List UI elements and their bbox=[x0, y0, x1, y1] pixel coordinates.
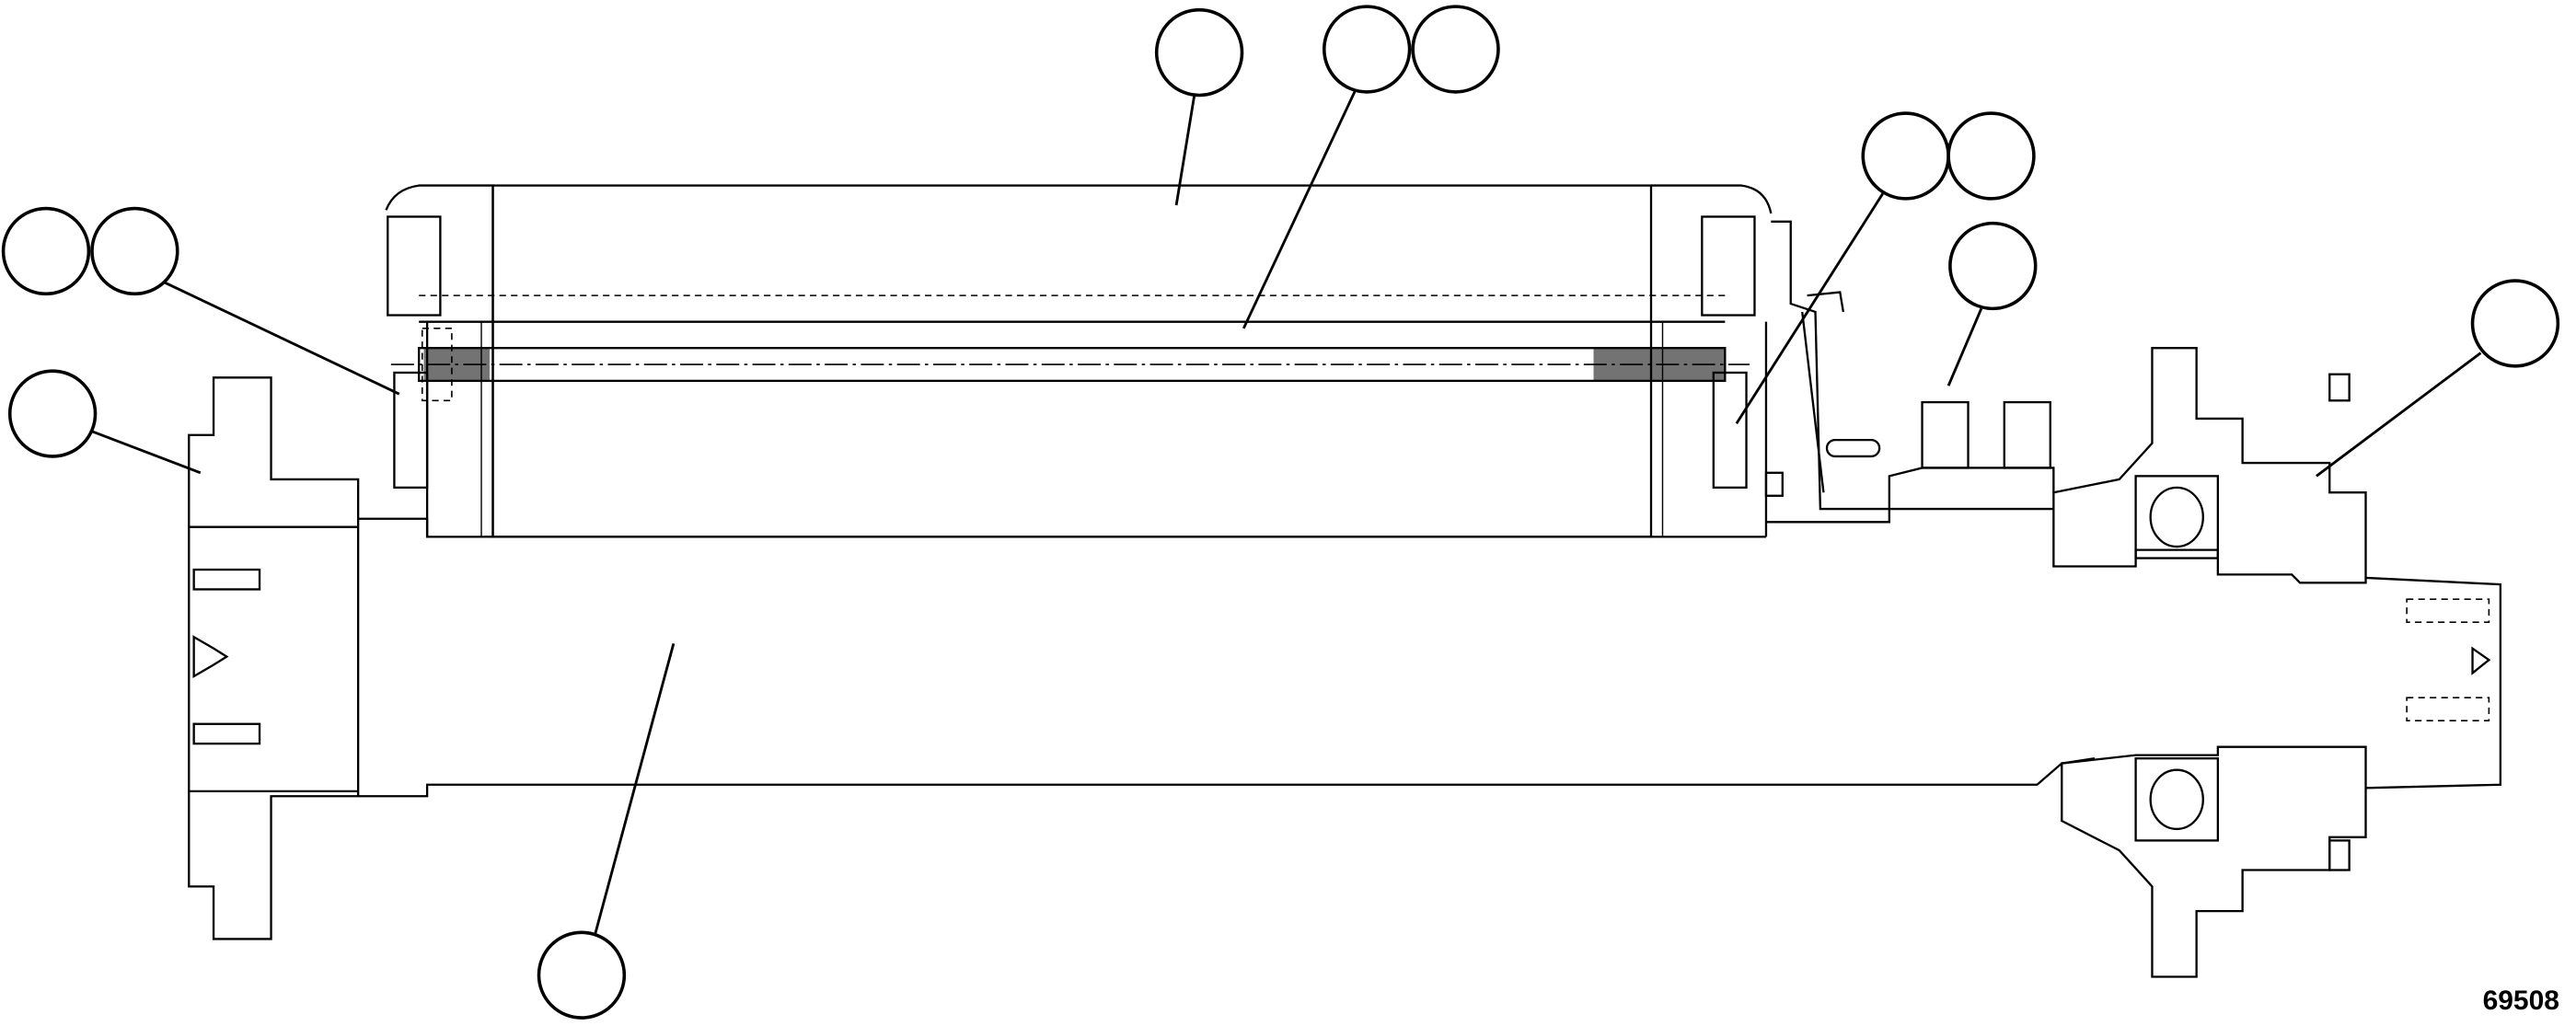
leader-line bbox=[163, 281, 400, 396]
shaft-tap-hole bbox=[2406, 598, 2490, 623]
callout-balloon[interactable] bbox=[537, 930, 627, 1020]
bearing-bottom bbox=[2134, 757, 2220, 842]
leader-line bbox=[1735, 192, 1884, 425]
output-shaft bbox=[2365, 576, 2502, 790]
shaft-bottom-edge bbox=[358, 757, 2096, 798]
left-end-cap bbox=[385, 184, 494, 538]
callout-balloon[interactable] bbox=[1, 206, 91, 296]
bearing-ball-bottom bbox=[2149, 768, 2204, 831]
flange-bolt bbox=[192, 568, 261, 591]
right-seal bbox=[1712, 371, 1748, 490]
shaft-center-point bbox=[2471, 646, 2491, 675]
callout-balloon[interactable] bbox=[1861, 111, 1950, 201]
left-bearing-block bbox=[387, 215, 442, 317]
flange-center-point bbox=[192, 635, 229, 679]
hub-bolt-bottom bbox=[2328, 839, 2351, 871]
callout-balloon[interactable] bbox=[90, 206, 179, 296]
rod-thread-left bbox=[423, 348, 490, 381]
callout-balloon[interactable] bbox=[1948, 221, 2038, 311]
guard-spring bbox=[1801, 311, 1825, 493]
callout-balloon[interactable] bbox=[7, 369, 98, 458]
right-end-cap bbox=[1651, 184, 1773, 214]
flange-bolt bbox=[192, 722, 261, 745]
bearing-top bbox=[2134, 475, 2220, 559]
leader-line bbox=[87, 429, 202, 475]
rod-thread-right bbox=[1593, 348, 1726, 381]
leader-line bbox=[1242, 89, 1357, 329]
tab bbox=[2003, 400, 2051, 469]
drum bbox=[491, 184, 1653, 538]
callout-balloon[interactable] bbox=[1946, 111, 2036, 201]
callout-balloon[interactable] bbox=[2470, 279, 2560, 368]
leader-line bbox=[2316, 352, 2482, 478]
hub-bolt-top bbox=[2328, 373, 2351, 402]
tab bbox=[1921, 400, 1970, 469]
left-flange bbox=[188, 376, 360, 940]
leader-line bbox=[1946, 307, 1983, 386]
figure-number: 69508 bbox=[2482, 986, 2559, 1016]
leader-line bbox=[1174, 95, 1196, 206]
callout-balloon[interactable] bbox=[1322, 5, 1412, 94]
right-hub-bottom bbox=[2061, 745, 2367, 978]
left-nut-hidden bbox=[421, 327, 453, 402]
shaft-top-edge bbox=[358, 517, 1766, 538]
right-hub-top bbox=[2052, 347, 2367, 584]
shaft-tap-hole bbox=[2406, 697, 2490, 721]
hub-housing-top bbox=[1765, 467, 2055, 524]
guard-bracket bbox=[1771, 220, 2054, 511]
guard-pin bbox=[1825, 438, 1881, 458]
bearing-ball-top bbox=[2149, 486, 2204, 548]
leader-line bbox=[593, 642, 676, 937]
callout-balloon[interactable] bbox=[1411, 5, 1500, 94]
guard-bolt bbox=[1764, 471, 1784, 497]
callout-balloon[interactable] bbox=[1154, 7, 1244, 98]
right-bearing-block bbox=[1701, 215, 1756, 317]
